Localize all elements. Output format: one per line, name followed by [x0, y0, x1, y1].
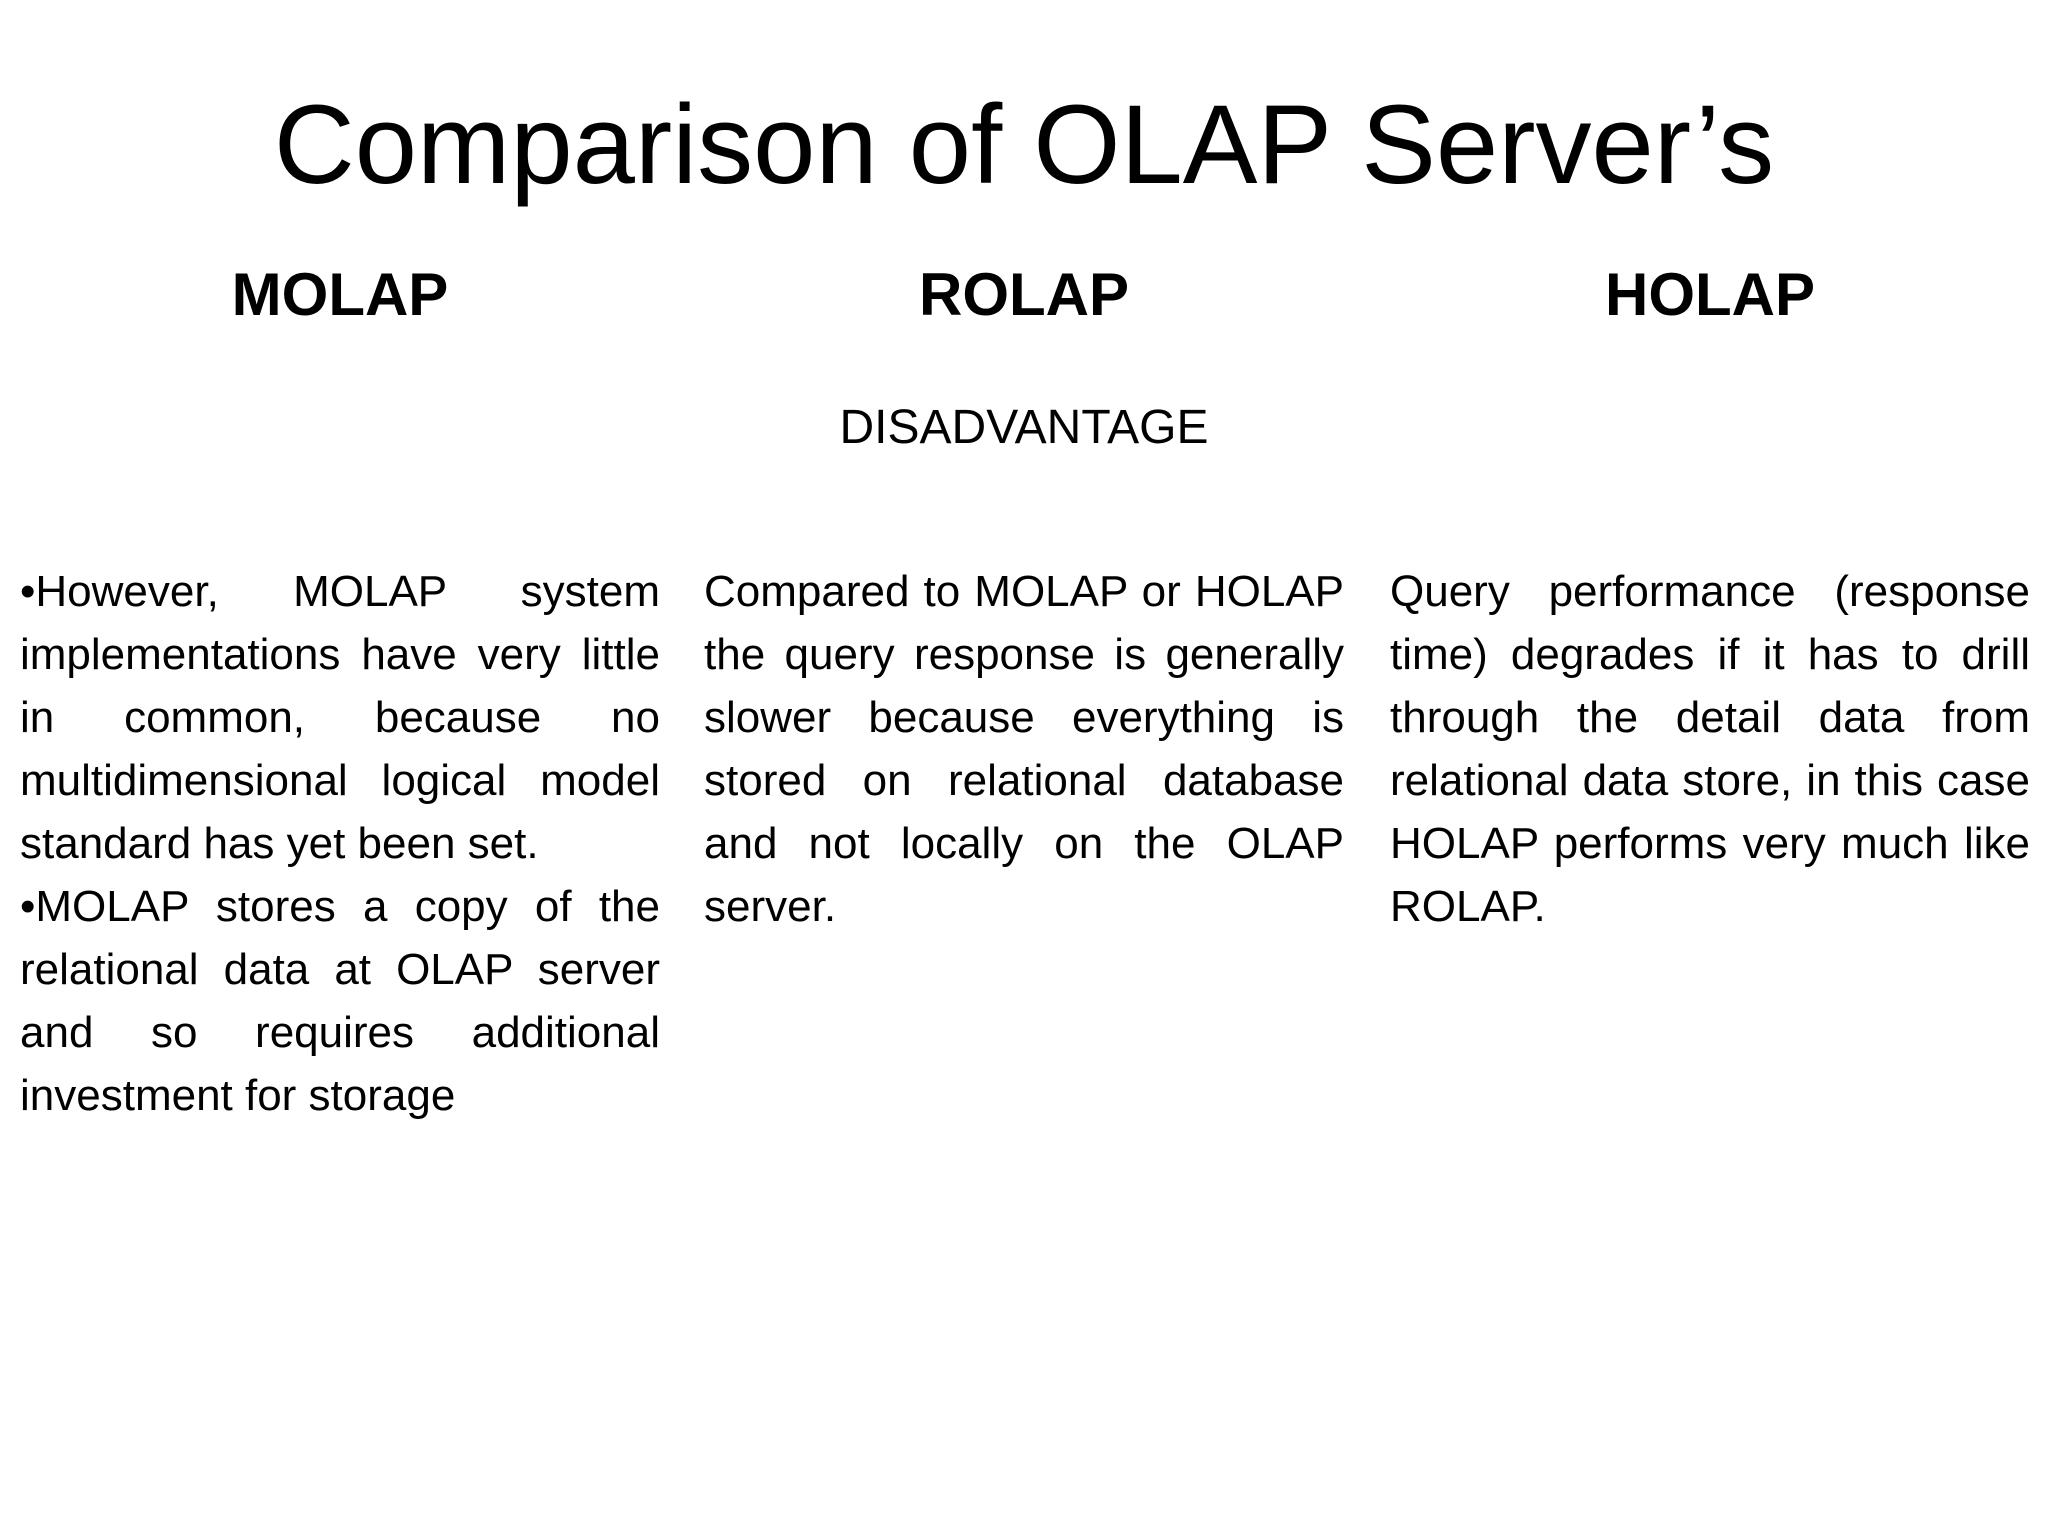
column-heading-holap: HOLAP: [1605, 261, 1815, 328]
section-subtitle: DISADVANTAGE: [839, 401, 1209, 454]
column-body-molap: •However, MOLAP system implementations h…: [20, 560, 660, 1127]
column-body-holap: Query performance (response time) degrad…: [1390, 560, 2030, 938]
body-paragraph: Compared to MOLAP or HOLAP the query res…: [704, 567, 1344, 931]
body-paragraph: Query performance (response time) degrad…: [1390, 567, 2030, 931]
column-body-rolap: Compared to MOLAP or HOLAP the query res…: [704, 560, 1344, 938]
body-paragraph: •MOLAP stores a copy of the relational d…: [20, 882, 660, 1120]
column-heading-rolap: ROLAP: [919, 261, 1129, 328]
slide-title: Comparison of OLAP Server’s: [273, 82, 1775, 207]
column-heading-molap: MOLAP: [231, 261, 449, 328]
body-paragraph: •However, MOLAP system implementations h…: [20, 567, 660, 868]
